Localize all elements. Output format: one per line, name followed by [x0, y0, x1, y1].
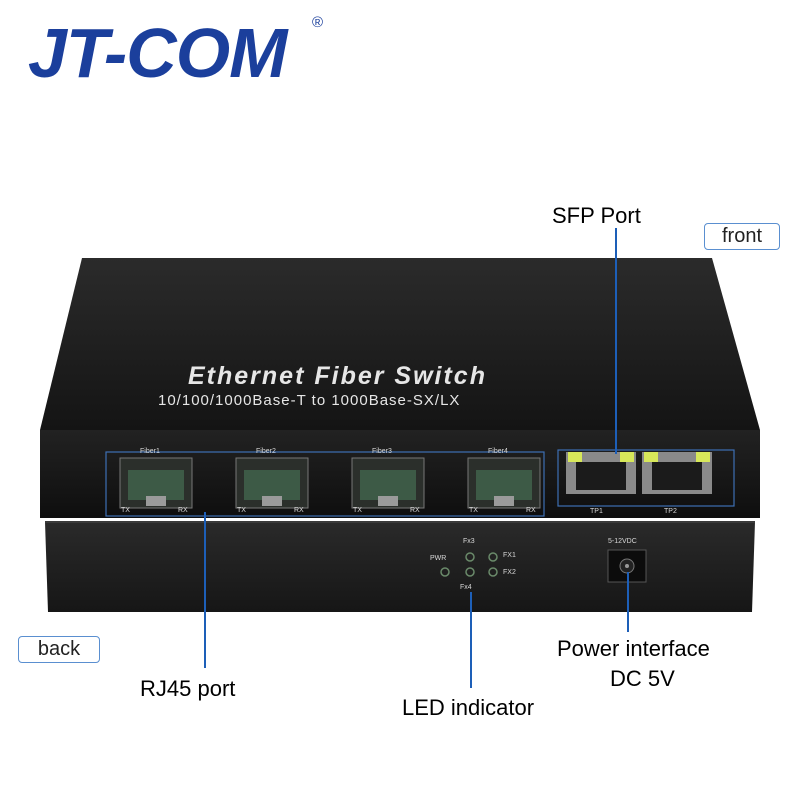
- sfp-port-2: [235, 457, 309, 509]
- rj45-port-leader-line: [204, 512, 206, 668]
- fiber-port-1-tx: TX: [121, 507, 130, 514]
- device-lid: [40, 258, 760, 430]
- fiber-port-1-label: Fiber1: [140, 448, 160, 455]
- power-interface-dc-callout: DC 5V: [610, 666, 675, 691]
- led-fx4: [465, 567, 475, 577]
- fiber-port-4-rx: RX: [526, 507, 536, 514]
- rj45-port-tp2: [642, 452, 712, 494]
- fiber-port-4-label: Fiber4: [488, 448, 508, 455]
- power-interface-callout: Power interface: [557, 636, 710, 661]
- led-fx3: [465, 552, 475, 562]
- fiber-port-2-rx: RX: [294, 507, 304, 514]
- sfp-port-3: [351, 457, 425, 509]
- front-tag: front: [704, 223, 780, 250]
- fiber-port-4-tx: TX: [469, 507, 478, 514]
- rj45-group-frame: [557, 449, 735, 507]
- fiber-port-3-label: Fiber3: [372, 448, 392, 455]
- led-fx4-label: Fx4: [460, 584, 472, 591]
- led-pwr-label: PWR: [430, 555, 447, 562]
- rj45-tp2-label: TP2: [664, 508, 677, 515]
- rj45-port-callout: RJ45 port: [140, 676, 236, 701]
- led-pwr: [440, 567, 450, 577]
- sfp-port-1: [119, 457, 193, 509]
- rj45-port-tp1: [566, 452, 636, 494]
- led-fx1-label: FX1: [503, 552, 516, 559]
- sfp-port-callout: SFP Port: [552, 203, 641, 228]
- fiber-port-3-rx: RX: [410, 507, 420, 514]
- sfp-port-leader-line: [615, 228, 617, 454]
- led-fx2-label: FX2: [503, 569, 516, 576]
- power-rating-label: 5-12VDC: [608, 538, 637, 545]
- sfp-port-4: [467, 457, 541, 509]
- power-interface-leader-line: [627, 572, 629, 632]
- sfp-group-frame: [105, 451, 545, 517]
- led-fx1: [488, 552, 498, 562]
- device-subtitle: 10/100/1000Base-T to 1000Base-SX/LX: [158, 392, 461, 409]
- led-fx2: [488, 567, 498, 577]
- registered-mark: ®: [312, 14, 324, 31]
- device-title: Ethernet Fiber Switch: [188, 362, 487, 390]
- brand-logo: JT-COM: [28, 14, 287, 92]
- rj45-tp1-label: TP1: [590, 508, 603, 515]
- led-fx3-label: Fx3: [463, 538, 475, 545]
- fiber-port-3-tx: TX: [353, 507, 362, 514]
- led-indicator-callout: LED indicator: [402, 695, 535, 720]
- led-indicator-leader-line: [470, 592, 472, 688]
- fiber-port-2-label: Fiber2: [256, 448, 276, 455]
- fiber-port-1-rx: RX: [178, 507, 188, 514]
- back-panel: [45, 522, 755, 612]
- fiber-port-2-tx: TX: [237, 507, 246, 514]
- back-tag: back: [18, 636, 100, 663]
